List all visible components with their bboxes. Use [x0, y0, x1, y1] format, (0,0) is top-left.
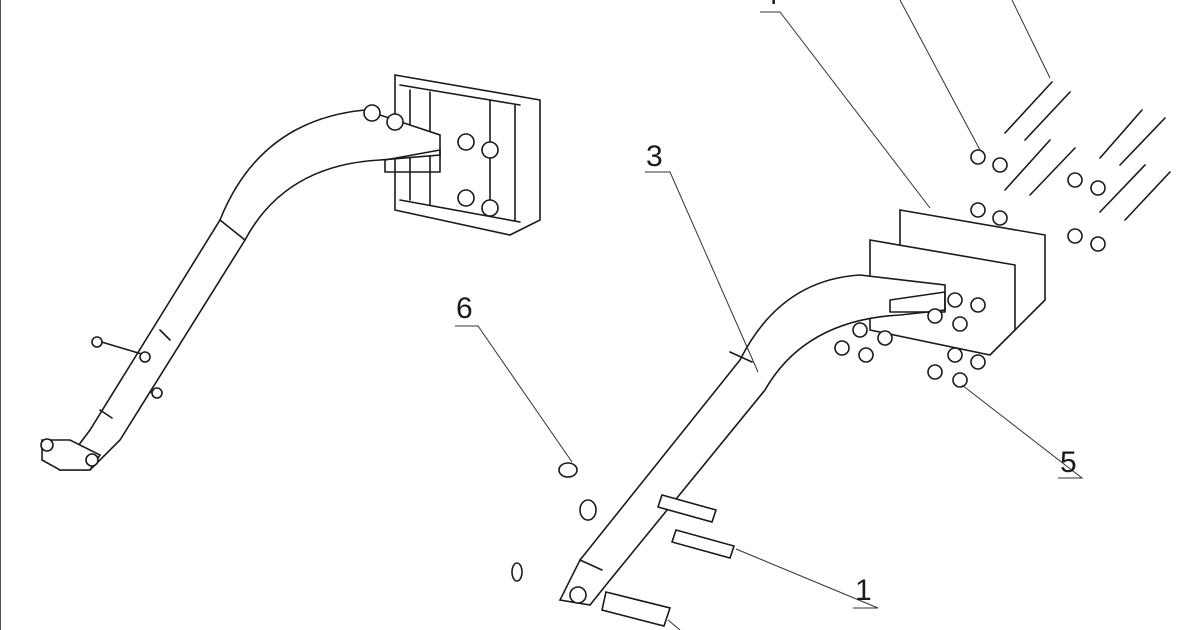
callout-3-label: 3	[646, 140, 663, 173]
leader-lines	[455, 0, 1084, 630]
nuts	[834, 308, 968, 388]
drawing-frame-edge	[0, 0, 1, 630]
assembled-arm	[40, 74, 541, 471]
callout-6-label: 6	[456, 292, 473, 325]
bolts	[1004, 81, 1171, 221]
exploded-arm	[511, 81, 1171, 627]
nut-cluster	[363, 104, 499, 217]
washers	[852, 149, 1106, 370]
callout-5-label: 5	[1060, 446, 1077, 479]
callout-4-label: 4	[762, 0, 779, 10]
clips	[511, 462, 597, 582]
callout-1-label: 1	[855, 574, 872, 607]
pins	[601, 494, 736, 627]
